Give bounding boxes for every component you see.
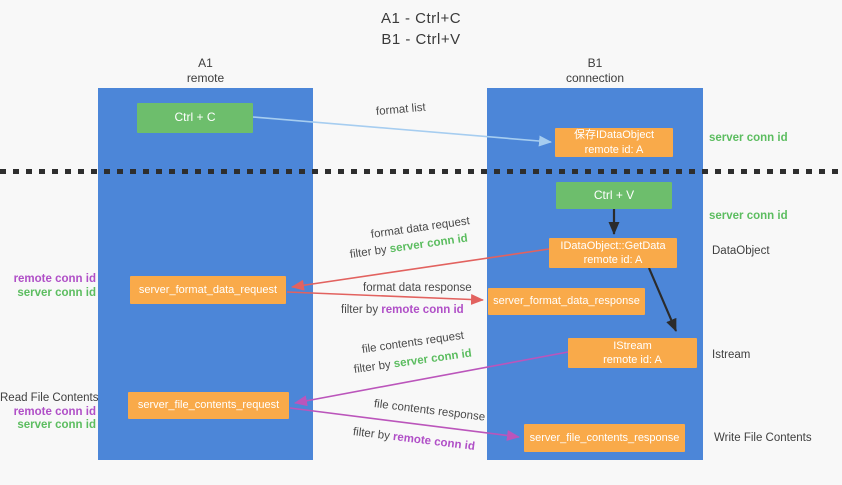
server-conn-id-key: server conn id [393,347,473,371]
remote-conn-id-key: remote conn id [392,430,476,453]
server-conn-id-label-mid: server conn id [709,210,788,222]
save-idataobject-line1: 保存IDataObject [573,129,655,142]
server-file-contents-response-box: server_file_contents_response [524,424,685,452]
left-format-conn-ids: remote conn id server conn id [0,273,96,300]
diagram-title: A1 - Ctrl+C B1 - Ctrl+V [0,8,842,50]
lane-header-b1: B1 connection [487,56,703,86]
ctrl-v-box: Ctrl + V [556,182,672,209]
server-format-data-request-box: server_format_data_request [130,276,286,304]
istream-box: IStream remote id: A [568,338,697,368]
dataobject-label: DataObject [712,245,770,257]
getdata-line2: remote id: A [583,254,643,266]
server-file-contents-response-label: server_file_contents_response [529,431,680,444]
save-idataobject-box: 保存IDataObject remote id: A [555,128,673,157]
ctrl-c-label: Ctrl + C [174,110,216,125]
format-data-response-label: format data response [363,282,472,294]
file-contents-response-filter-label: filter by remote conn id [352,426,475,453]
server-format-data-response-box: server_format_data_response [488,288,645,315]
format-list-label: format list [375,101,427,118]
lane-header-a1: A1 remote [98,56,313,86]
remote-conn-id-label: remote conn id [13,273,96,285]
title-line-1: A1 - Ctrl+C [380,10,462,27]
format-data-request-filter-label: filter by server conn id [349,233,468,261]
filter-by-text: filter by [349,243,391,261]
filter-by-text: filter by [353,358,395,376]
format-data-response-filter-label: filter by remote conn id [341,304,464,316]
istream-line1: IStream [613,339,652,352]
server-file-contents-request-box: server_file_contents_request [128,392,289,419]
read-file-contents-label: Read File Contents [0,392,99,404]
save-idataobject-line2: remote id: A [584,143,644,156]
left-file-conn-ids: Read File Contents remote conn id server… [0,392,99,433]
server-conn-id-label: server conn id [17,286,96,299]
title-line-2: B1 - Ctrl+V [381,31,461,48]
lane-a1-subtitle: remote [186,71,225,85]
server-format-data-response-label: server_format_data_response [493,295,640,308]
remote-conn-id-key: remote conn id [381,304,464,316]
server-format-data-request-label: server_format_data_request [138,283,278,296]
write-file-contents-label: Write File Contents [714,432,812,444]
istream-side-label: Istream [712,349,751,361]
ctrl-v-label: Ctrl + V [593,187,635,202]
idataobject-getdata-box: IDataObject::GetData remote id: A [549,238,677,268]
server-conn-id-label-top: server conn id [709,132,788,144]
server-file-contents-request-label: server_file_contents_request [137,399,280,412]
filter-by-text: filter by [352,426,394,443]
ctrl-c-box: Ctrl + C [137,103,253,133]
remote-conn-id-label: remote conn id [13,405,96,418]
istream-line2: remote id: A [603,354,662,366]
lane-b1-title: B1 [587,56,603,70]
getdata-line1: IDataObject::GetData [560,239,666,252]
lane-a1-title: A1 [198,56,213,70]
server-conn-id-label: server conn id [17,419,96,431]
file-contents-response-label: file contents response [373,398,486,424]
lane-b1-subtitle: connection [565,71,625,85]
filter-by-text: filter by [341,304,382,316]
